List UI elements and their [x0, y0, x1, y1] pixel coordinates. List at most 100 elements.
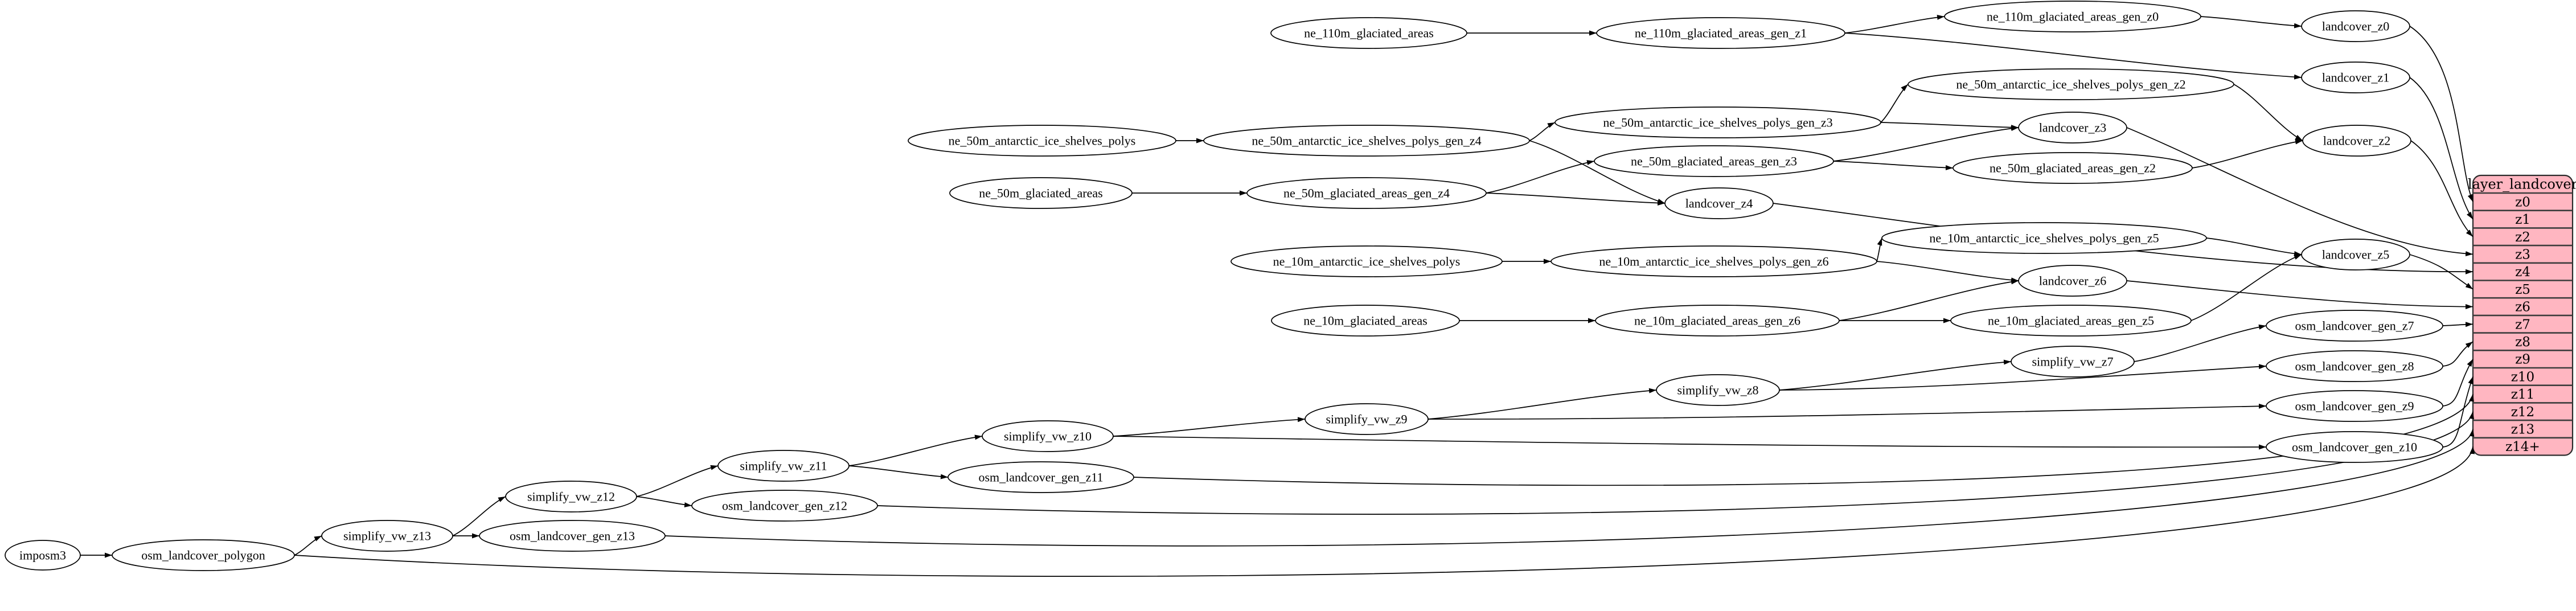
node-label: osm_landcover_gen_z10 [2292, 440, 2417, 454]
node-ellipse [717, 450, 850, 482]
node-osm_landcover_gen_z11: osm_landcover_gen_z11 [947, 461, 1134, 493]
node-label: ne_50m_glaciated_areas_gen_z3 [1631, 154, 1797, 169]
node-label: osm_landcover_polygon [141, 548, 265, 563]
node-ellipse [1664, 187, 1774, 219]
node-landcover_z0: landcover_z0 [2301, 10, 2410, 42]
edge-ne_50m_glaciated_areas_gen_z4-to-ne_50m_glaciated_areas_gen_z3 [1486, 160, 1595, 194]
node-label: ne_50m_antarctic_ice_shelves_polys [949, 134, 1136, 148]
node-ellipse [1908, 68, 2234, 100]
edge-landcover_z0-to-z0 [2409, 26, 2474, 202]
node-label: landcover_z4 [1685, 196, 1753, 211]
node-ellipse [1271, 305, 1460, 337]
layer-table-title: layer_landcover [2468, 177, 2576, 192]
node-ne_110m_glaciated_areas: ne_110m_glaciated_areas [1270, 17, 1467, 49]
layer-table-row-z2: z2 [2515, 230, 2530, 245]
node-ellipse [1230, 245, 1503, 277]
node-label: ne_50m_glaciated_areas_gen_z2 [1990, 161, 2156, 175]
node-ne_50m_glaciated_areas_gen_z4: ne_50m_glaciated_areas_gen_z4 [1246, 177, 1487, 209]
edge-ne_110m_glaciated_areas_gen_z1-to-ne_110m_glaciated_areas_gen_z0 [1844, 14, 1945, 34]
node-ellipse [1550, 245, 1877, 277]
layer-table-row-z5: z5 [2515, 282, 2530, 297]
node-landcover_z6: landcover_z6 [2018, 265, 2127, 297]
node-label: osm_landcover_gen_z13 [510, 529, 635, 543]
node-osm_landcover_gen_z9: osm_landcover_gen_z9 [2266, 390, 2443, 422]
edge-osm_landcover_polygon-to-z14+ [294, 446, 2475, 577]
layer-table-row-z11: z11 [2511, 387, 2534, 402]
node-ellipse [2018, 265, 2127, 297]
node-ellipse [947, 461, 1134, 493]
node-ellipse [2301, 239, 2410, 270]
node-simplify_vw_z13: simplify_vw_z13 [321, 520, 453, 552]
node-simplify_vw_z9: simplify_vw_z9 [1305, 403, 1429, 435]
node-label: simplify_vw_z11 [740, 459, 827, 473]
node-osm_landcover_polygon: osm_landcover_polygon [112, 539, 295, 571]
node-ellipse [1203, 125, 1530, 157]
layer-table-row-z8: z8 [2515, 335, 2530, 350]
node-ne_50m_glaciated_areas_gen_z3: ne_50m_glaciated_areas_gen_z3 [1594, 145, 1834, 177]
layer-table-row-z6: z6 [2515, 300, 2530, 315]
node-ellipse [2018, 112, 2127, 143]
edge-simplify_vw_z13-to-simplify_vw_z12 [452, 496, 506, 536]
layer-table-row-z0: z0 [2515, 195, 2530, 210]
edge-landcover_z3-to-z3 [2126, 127, 2474, 257]
edge-simplify_vw_z8-to-osm_landcover_gen_z8 [1779, 364, 2267, 391]
edge-ne_50m_glaciated_areas_gen_z2-to-landcover_z2 [2192, 139, 2303, 169]
edge-ne_10m_antarctic_ice_shelves_polys_gen_z5-to-landcover_z5 [2206, 237, 2302, 256]
node-ellipse [1305, 403, 1429, 435]
node-ellipse [2301, 61, 2410, 93]
node-label: ne_50m_antarctic_ice_shelves_polys_gen_z… [1956, 77, 2185, 92]
edge-simplify_vw_z12-to-osm_landcover_gen_z12 [636, 496, 692, 508]
node-simplify_vw_z8: simplify_vw_z8 [1656, 374, 1780, 406]
node-ne_50m_antarctic_ice_shelves_polys: ne_50m_antarctic_ice_shelves_polys [908, 125, 1176, 157]
edge-simplify_vw_z12-to-simplify_vw_z11 [636, 465, 719, 497]
edge-osm_landcover_gen_z10-to-z10 [2442, 376, 2474, 448]
edge-ne_10m_glaciated_areas_gen_z6-to-landcover_z6 [1839, 279, 2019, 321]
node-ellipse [321, 520, 453, 552]
node-ellipse [112, 539, 295, 571]
node-ne_10m_glaciated_areas_gen_z5: ne_10m_glaciated_areas_gen_z5 [1950, 305, 2192, 337]
node-ellipse [1656, 374, 1780, 406]
edge-landcover_z5-to-z5 [2409, 254, 2474, 290]
edge-ne_50m_antarctic_ice_shelves_polys_gen_z3-to-ne_50m_antarctic_ice_shelves_polys_gen_z2 [1880, 84, 1909, 123]
node-label: ne_10m_glaciated_areas [1303, 314, 1427, 328]
nodes-layer: imposm3 osm_landcover_polygon simplify_vw_… [5, 1, 2443, 571]
node-label: osm_landcover_gen_z9 [2295, 399, 2414, 413]
node-ellipse [908, 125, 1176, 157]
edge-ne_50m_glaciated_areas_gen_z3-to-landcover_z3 [1833, 126, 2019, 162]
edge-osm_landcover_polygon-to-simplify_vw_z13 [294, 535, 322, 556]
edge-simplify_vw_z11-to-simplify_vw_z10 [848, 434, 983, 466]
edge-ne_110m_glaciated_areas_gen_z1-to-landcover_z1 [1844, 32, 2302, 80]
node-osm_landcover_gen_z10: osm_landcover_gen_z10 [2266, 431, 2443, 463]
edge-ne_50m_antarctic_ice_shelves_polys_gen_z4-to-landcover_z4 [1529, 140, 1666, 204]
node-ellipse [691, 490, 878, 522]
node-label: simplify_vw_z7 [2032, 355, 2114, 369]
node-ellipse [982, 420, 1114, 452]
edge-osm_landcover_gen_z9-to-z9 [2442, 359, 2474, 407]
node-label: ne_10m_glaciated_areas_gen_z5 [1988, 314, 2154, 328]
edge-simplify_vw_z11-to-osm_landcover_gen_z11 [848, 465, 949, 479]
edge-ne_10m_antarctic_ice_shelves_polys_gen_z6-to-ne_10m_antarctic_ice_shelves_polys_gen_z5 [1876, 237, 1882, 262]
node-label: ne_50m_antarctic_ice_shelves_polys_gen_z… [1252, 134, 1481, 148]
edge-osm_landcover_gen_z12-to-z12 [877, 411, 2474, 515]
edge-osm_landcover_gen_z11-to-z11 [1133, 393, 2474, 486]
edge-ne_110m_glaciated_areas_gen_z0-to-landcover_z0 [2200, 16, 2302, 28]
node-imposm3: imposm3 [5, 540, 81, 571]
node-ne_110m_glaciated_areas_gen_z0: ne_110m_glaciated_areas_gen_z0 [1944, 1, 2201, 32]
node-ne_50m_antarctic_ice_shelves_polys_gen_z3: ne_50m_antarctic_ice_shelves_polys_gen_z… [1554, 106, 1881, 138]
node-label: simplify_vw_z12 [527, 490, 615, 504]
node-ellipse [479, 520, 666, 552]
node-label: ne_110m_glaciated_areas_gen_z0 [1987, 10, 2159, 24]
edge-landcover_z6-to-z6 [2126, 280, 2474, 310]
node-ellipse [1554, 106, 1881, 138]
edge-ne_50m_antarctic_ice_shelves_polys_gen_z3-to-landcover_z3 [1880, 122, 2019, 130]
node-label: osm_landcover_gen_z12 [722, 499, 847, 513]
node-osm_landcover_gen_z8: osm_landcover_gen_z8 [2266, 350, 2443, 382]
node-label: landcover_z6 [2039, 274, 2107, 288]
node-ne_50m_glaciated_areas: ne_50m_glaciated_areas [949, 177, 1133, 209]
node-osm_landcover_gen_z12: osm_landcover_gen_z12 [691, 490, 878, 522]
edge-simplify_vw_z9-to-simplify_vw_z8 [1428, 388, 1657, 420]
node-ellipse [1881, 222, 2207, 254]
edge-simplify_vw_z8-to-simplify_vw_z7 [1779, 359, 2012, 391]
edge-ne_50m_glaciated_areas_gen_z4-to-landcover_z4 [1486, 192, 1666, 206]
